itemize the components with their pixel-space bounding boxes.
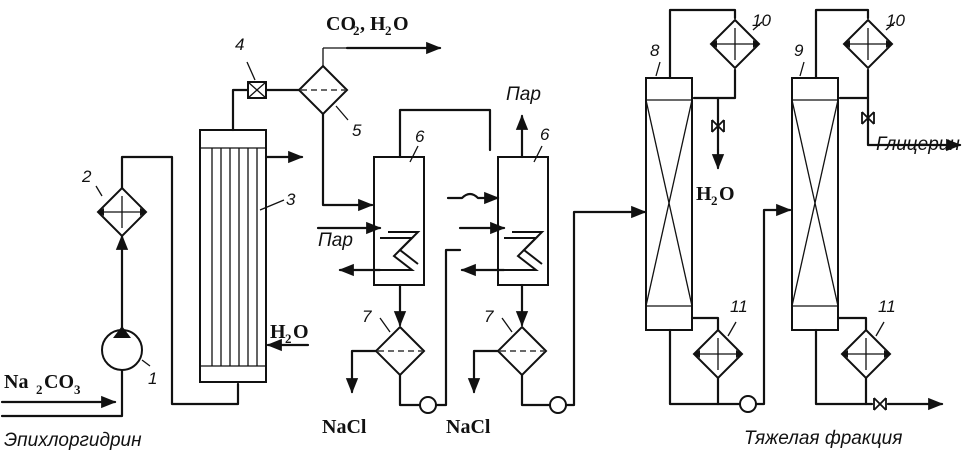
reboiler-11b: 11	[840, 297, 896, 380]
h2o-column-b: O	[719, 183, 735, 205]
filter-a-number: 7	[362, 307, 372, 326]
co2-label-c: O	[393, 13, 409, 35]
column-9-number: 9	[794, 41, 804, 60]
na2co3-label-a: Na	[4, 371, 28, 393]
valve-4: 4	[235, 35, 267, 99]
na2co3-label-sub2: 2	[36, 382, 43, 397]
filter-b-number: 7	[484, 307, 494, 326]
co2-label-h2o-sub: 2	[385, 23, 392, 38]
h2o-column-a: H	[696, 183, 712, 205]
evaporator-a-number: 6	[415, 127, 425, 146]
condenser-5: 5	[297, 47, 362, 140]
column-9: 9	[791, 8, 962, 411]
evaporator-b-number: 6	[540, 125, 550, 144]
co2-label-b: , H	[360, 13, 386, 35]
heavy-fraction-label: Тяжелая фракция	[744, 428, 902, 449]
evaporator-6b: 6	[446, 114, 550, 327]
reboiler-11b-number: 11	[878, 297, 896, 316]
heater-2: 2	[81, 167, 148, 238]
filter-7b: 7	[467, 205, 647, 414]
nacl-1-label: NaCl	[322, 416, 367, 438]
co2-label-a: CO	[326, 13, 356, 35]
reboiler-11a-number: 11	[730, 297, 748, 316]
condenser-number: 5	[352, 121, 362, 140]
h2o-column-sub: 2	[711, 193, 718, 208]
pump-number: 1	[148, 369, 157, 388]
h2o-reactor-b: O	[293, 321, 309, 343]
column-8-number: 8	[650, 41, 660, 60]
reactor-number: 3	[286, 190, 296, 209]
steam-left-label: Пар	[318, 230, 353, 251]
steam-top-label: Пар	[506, 84, 541, 105]
epichlorohydrin-label: Эпихлоргидрин	[4, 430, 142, 451]
condenser-10b-number: 10	[886, 11, 905, 30]
h2o-reactor-a: H	[270, 321, 286, 343]
h2o-reactor-sub: 2	[285, 331, 292, 346]
condenser-10a: 10	[709, 11, 771, 70]
reboiler-11a: 11	[692, 297, 748, 380]
heater-number: 2	[81, 167, 92, 186]
nacl-2-label: NaCl	[446, 416, 491, 438]
reactor-3: 3	[199, 129, 310, 383]
na2co3-label-b: CO	[44, 371, 74, 393]
na2co3-label-sub3: 3	[74, 382, 81, 397]
glycerin-label: Глицерин	[876, 134, 960, 155]
filter-7a: 7	[345, 248, 462, 414]
pump-1: 1	[101, 326, 157, 388]
condenser-10a-number: 10	[752, 11, 771, 30]
co2-label-sub: 2	[353, 23, 360, 38]
top-lines	[231, 41, 442, 212]
evaporator-6a: 6	[316, 108, 492, 327]
column-8: 8	[645, 8, 742, 406]
condenser-10b: 10	[842, 11, 905, 70]
transfer-pump	[739, 203, 792, 413]
valve-number: 4	[235, 35, 244, 54]
feed-lines	[0, 155, 240, 418]
